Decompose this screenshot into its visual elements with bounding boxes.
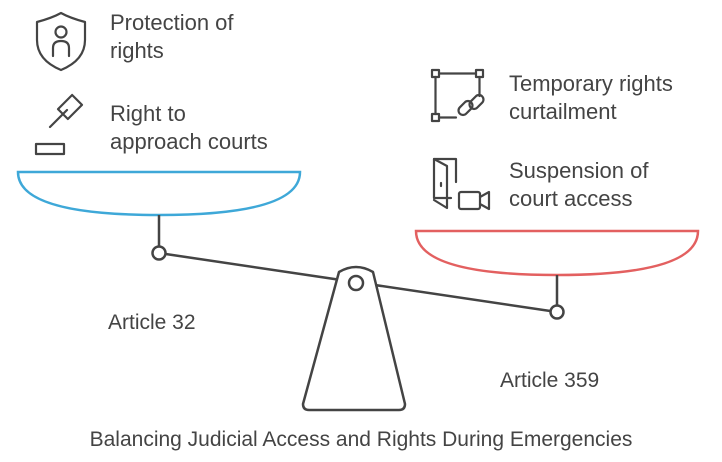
shield-person-icon (35, 11, 87, 72)
left-item-1-label: Right to approach courts (110, 100, 268, 156)
diagram-caption: Balancing Judicial Access and Rights Dur… (89, 428, 633, 451)
left-pan (16, 170, 302, 217)
right-pivot (549, 304, 565, 320)
right-item-0-label: Temporary rights curtailment (509, 70, 673, 126)
right-item-0-line-0: Temporary rights (509, 71, 673, 96)
fulcrum-hole (347, 274, 365, 292)
right-article-label: Article 359 (500, 369, 600, 392)
left-item-1-line-1: approach courts (110, 129, 268, 154)
gavel-icon (34, 93, 84, 156)
left-item-1-line-0: Right to (110, 101, 186, 126)
door-camera-icon (432, 157, 491, 211)
left-item-0-line-0: Protection of (110, 10, 234, 35)
right-item-0-line-1: curtailment (509, 99, 617, 124)
right-item-1-line-0: Suspension of (509, 158, 649, 183)
square-link-icon (430, 68, 485, 123)
right-item-1-label: Suspension of court access (509, 157, 648, 213)
left-item-0-line-1: rights (110, 38, 164, 63)
left-pivot (151, 245, 167, 261)
right-pan (414, 229, 700, 277)
left-item-0-label: Protection of rights (110, 9, 234, 65)
right-item-1-line-1: court access (509, 186, 633, 211)
left-article-label: Article 32 (108, 311, 196, 334)
fulcrum (301, 265, 407, 412)
